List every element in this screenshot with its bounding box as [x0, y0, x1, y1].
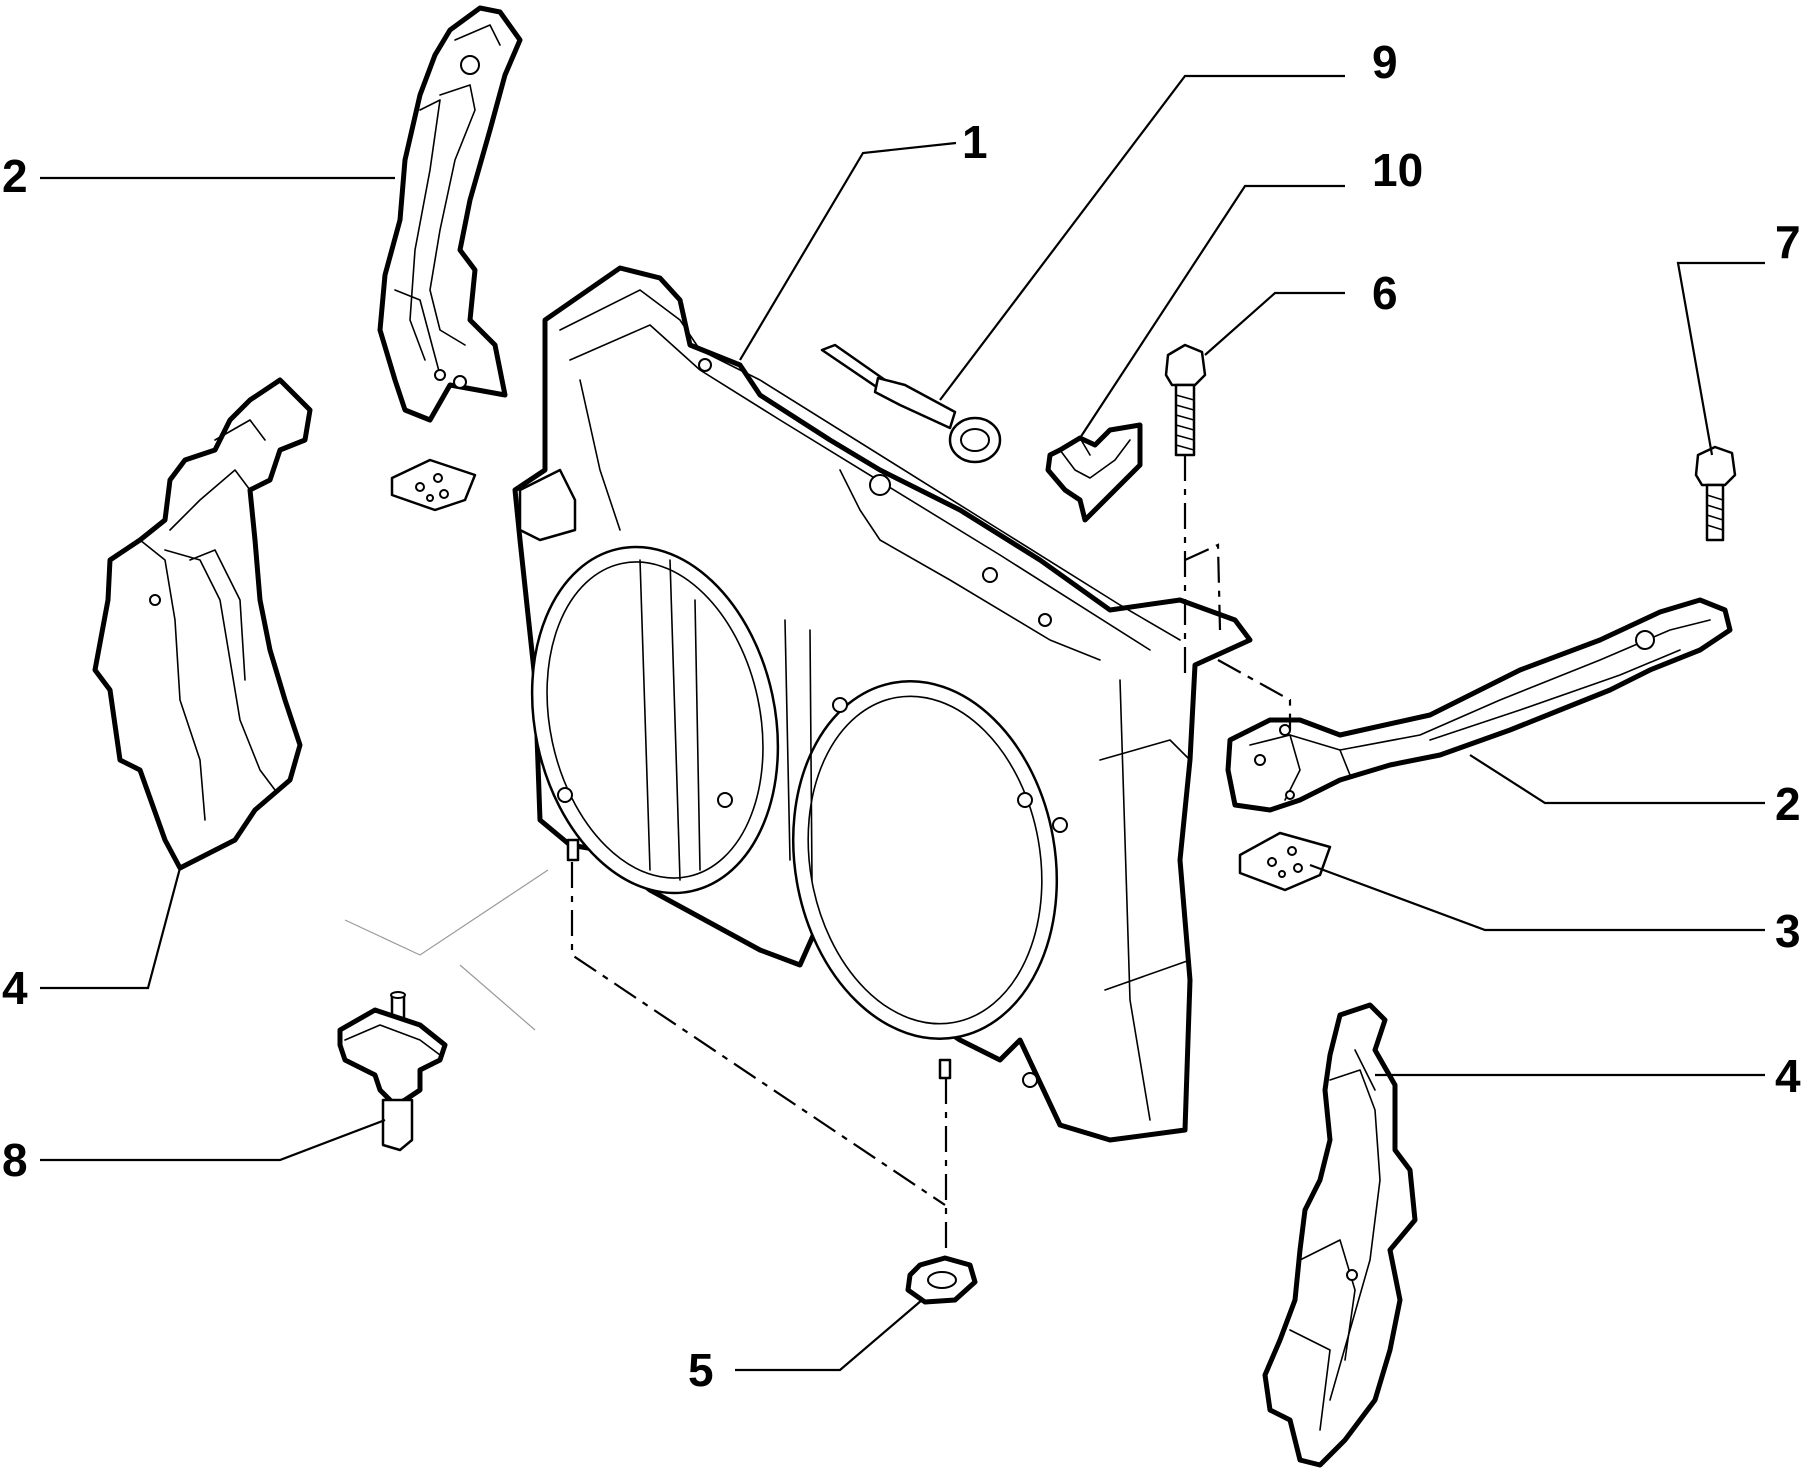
part-2-left-bracket: [377, 5, 523, 423]
part-3-right-plate: [1238, 831, 1332, 892]
callout-1: 1: [962, 116, 988, 168]
callout-10: 10: [1372, 144, 1423, 196]
callout-8: 8: [2, 1134, 28, 1186]
part-10-clip: [1045, 422, 1143, 523]
callout-4-left: 4: [2, 962, 28, 1014]
callout-9: 9: [1372, 36, 1398, 88]
callout-7: 7: [1775, 216, 1801, 268]
part-3-left-plate: [390, 458, 477, 512]
assembly-lines: [344, 455, 1292, 1258]
callout-2-upper-left: 2: [2, 150, 28, 202]
callout-3: 3: [1775, 905, 1801, 957]
callout-4-right: 4: [1775, 1050, 1801, 1102]
leader-lines: [40, 74, 1765, 1372]
part-2-right-bracket: [1225, 597, 1733, 813]
part-7-bolt: [1694, 445, 1737, 542]
part-1-front-end-carrier: [512, 265, 1253, 1143]
callout-5: 5: [688, 1344, 714, 1396]
callout-labels: 1 2 2 3 4 4 5 6 7 8 9 10: [2, 36, 1801, 1396]
callout-2-right: 2: [1775, 778, 1801, 830]
part-5-grommet: [905, 1255, 978, 1305]
part-6-bolt: [1164, 343, 1207, 457]
part-8-rubber-mount: [337, 991, 448, 1152]
part-4-right-air-deflector: [1262, 1002, 1418, 1468]
part-9-release-key: [820, 343, 1002, 464]
part-4-left-air-deflector: [92, 377, 313, 871]
callout-6: 6: [1372, 267, 1398, 319]
